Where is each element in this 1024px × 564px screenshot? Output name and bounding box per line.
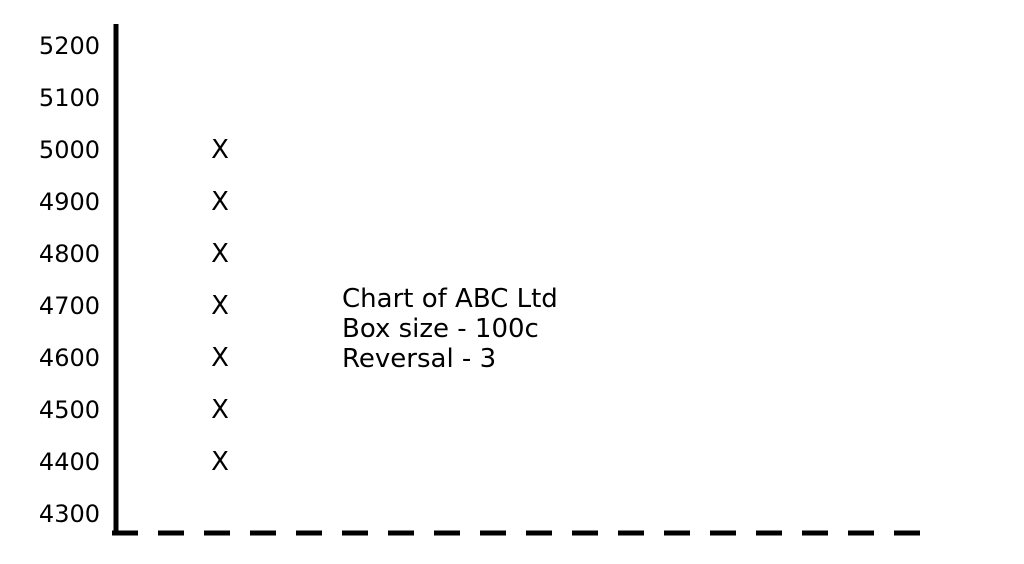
- x-box-mark: X: [211, 239, 229, 269]
- y-tick-label: 5100: [39, 84, 100, 112]
- x-box-mark: X: [211, 135, 229, 165]
- x-box-mark: X: [211, 343, 229, 373]
- x-box-mark: X: [211, 291, 229, 321]
- y-tick-label: 4500: [39, 396, 100, 424]
- annotation-reversal: Reversal - 3: [342, 344, 496, 374]
- y-tick-label: 4700: [39, 292, 100, 320]
- y-tick-label: 4300: [39, 500, 100, 528]
- y-tick-label: 4800: [39, 240, 100, 268]
- x-box-mark: X: [211, 395, 229, 425]
- y-tick-label: 4900: [39, 188, 100, 216]
- y-tick-labels: 5200 5100 5000 4900 4800 4700 4600 4500 4400 4300: [39, 32, 100, 528]
- y-tick-label: 5000: [39, 136, 100, 164]
- y-tick-label: 4600: [39, 344, 100, 372]
- y-tick-label: 4400: [39, 448, 100, 476]
- annotation-box-size: Box size - 100c: [342, 314, 539, 344]
- annotation-title: Chart of ABC Ltd: [342, 284, 558, 314]
- x-box-mark: X: [211, 187, 229, 217]
- y-tick-label: 5200: [39, 32, 100, 60]
- x-box-mark: X: [211, 447, 229, 477]
